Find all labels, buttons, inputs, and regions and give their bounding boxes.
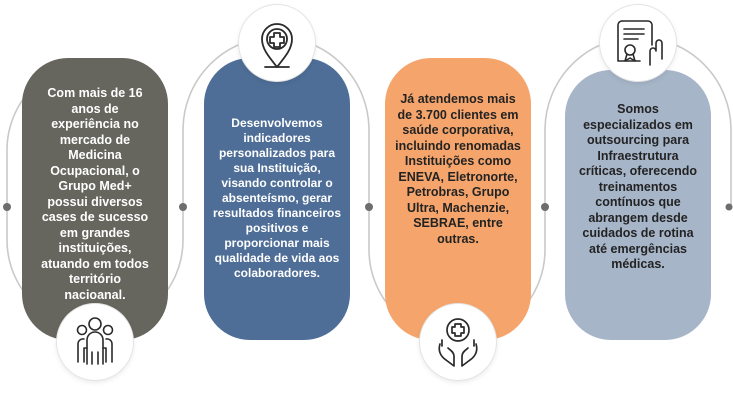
connector-dot [3, 203, 11, 211]
step-3-text: Já atendemos mais de 3.700 clientes em s… [395, 92, 521, 246]
medical-location-pin-icon [239, 5, 315, 81]
step-card-3: Já atendemos mais de 3.700 clientes em s… [385, 58, 531, 340]
step-2-text: Desenvolvemos indicadores personalizados… [212, 116, 342, 280]
connector-dot [179, 203, 187, 211]
step-card-2: Desenvolvemos indicadores personalizados… [204, 58, 350, 340]
hands-medical-care-icon [420, 304, 496, 380]
step-card-1: Com mais de 16 anos de experiência no me… [22, 58, 168, 340]
step-1-text: Com mais de 16 anos de experiência no me… [41, 86, 149, 302]
team-people-icon [57, 304, 133, 380]
step-4-text: Somos especializados em outsourcing para… [578, 102, 698, 271]
step-card-4: Somos especializados em outsourcing para… [565, 70, 711, 340]
certificate-icon [600, 5, 676, 81]
connector-dot [725, 203, 733, 211]
connector-dot [365, 203, 373, 211]
connector-dot [541, 203, 549, 211]
